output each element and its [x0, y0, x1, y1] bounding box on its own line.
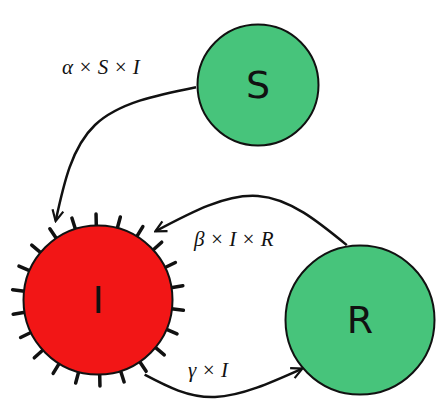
circle-fill: [286, 246, 435, 395]
compartment-circle: R: [284, 244, 436, 396]
virus-spike: [153, 242, 162, 250]
virus-spike: [165, 263, 176, 268]
virus-spike: [72, 218, 76, 229]
virus-spike: [13, 312, 25, 314]
virus-spike: [139, 361, 146, 371]
virus-spike: [117, 217, 120, 229]
virus-spike: [171, 286, 183, 288]
rate-label: β × I × R: [192, 228, 276, 251]
virus-spike: [120, 371, 124, 382]
virus-spike: [53, 363, 59, 373]
virus-spike: [98, 374, 102, 386]
compartment-circle: S: [196, 23, 320, 147]
virus-spike: [21, 332, 32, 337]
virus-spike: [19, 266, 30, 271]
rate-label: γ × I: [186, 359, 230, 382]
virus-spike: [137, 227, 143, 237]
virus-spike: [32, 245, 41, 253]
virus-spike: [155, 347, 164, 355]
circle-fill: [198, 25, 319, 146]
circle-fill: [24, 226, 173, 375]
virus-spike: [50, 229, 57, 239]
virus-spike: [166, 329, 177, 334]
compartment-letter: S: [246, 66, 270, 104]
virus-spike: [171, 309, 183, 310]
virus-spike: [94, 214, 98, 226]
compartment-circle: I: [22, 224, 174, 376]
rate-label: α × S × I: [60, 56, 142, 79]
compartment-letter: R: [347, 301, 373, 339]
virus-spike: [76, 371, 79, 383]
compartment-letter: I: [92, 281, 103, 319]
virus-spike: [13, 290, 25, 291]
virus-spike: [34, 350, 43, 358]
flow-arrow: [56, 87, 196, 220]
